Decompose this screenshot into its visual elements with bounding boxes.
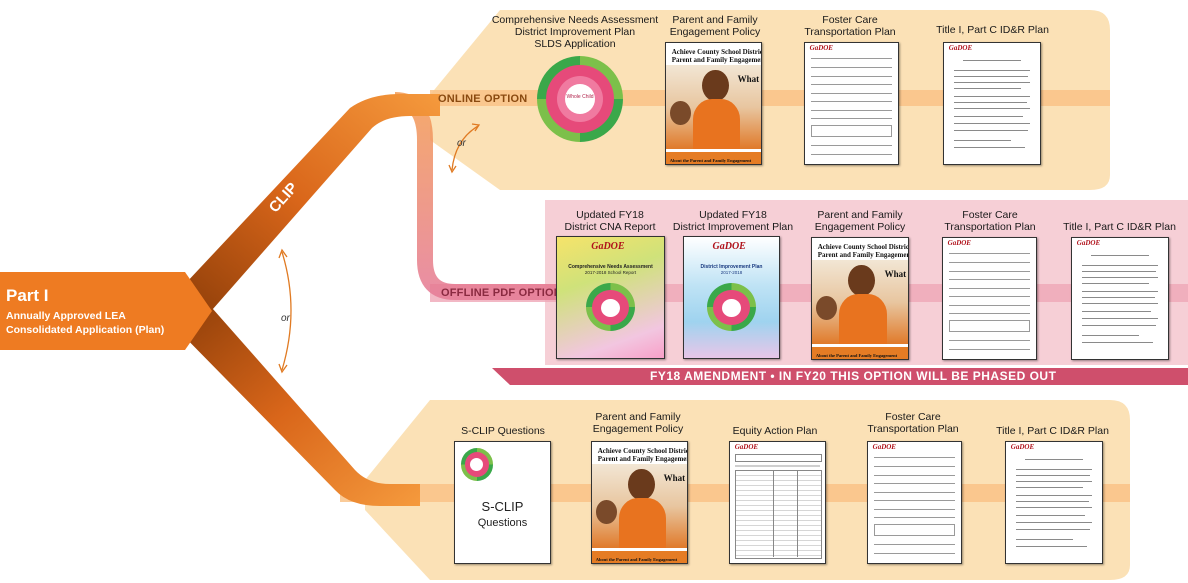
- sclip-title1c-thumb: GaDOE: [1005, 441, 1103, 564]
- offline-option-label: OFFLINE PDF OPTION: [441, 287, 562, 299]
- fy18-band-text: FY18 AMENDMENT • IN FY20 THIS OPTION WIL…: [650, 369, 1057, 383]
- offline-caption-title1c: Title I, Part C ID&R Plan: [1063, 221, 1176, 233]
- sclip-foster-thumb: GaDOE: [867, 441, 962, 564]
- part1-subtitle-line2: Consolidated Application (Plan): [6, 324, 165, 336]
- sclip-caption-equity: Equity Action Plan: [732, 425, 818, 437]
- sclip-caption-questions: S-CLIP Questions: [461, 425, 545, 437]
- fy18-band: [492, 368, 1188, 385]
- online-option-label: ONLINE OPTION: [438, 93, 528, 105]
- offline-title1c-thumb: GaDOE: [1071, 237, 1169, 360]
- or-label-left: or: [281, 313, 290, 324]
- sclip-caption-title1c: Title I, Part C ID&R Plan: [996, 425, 1109, 437]
- sclip-caption-foster: Foster Care Transportation Plan: [867, 411, 959, 435]
- sclip-doc-title: S-CLIP: [481, 498, 524, 514]
- part1-arrow: [0, 272, 212, 350]
- offline-caption-cna: Updated FY18 District CNA Report: [564, 209, 656, 233]
- cycle-diagram-icon: Whole Child: [537, 56, 623, 142]
- offline-caption-dip: Updated FY18 District Improvement Plan: [672, 209, 794, 233]
- offline-dip-thumb: GaDOE District Improvement Plan 2017-201…: [683, 236, 780, 359]
- cycle-center-text: Whole Child: [566, 94, 594, 100]
- sclip-questions-thumb: S-CLIP Questions: [454, 441, 551, 564]
- online-caption-foster: Foster Care Transportation Plan: [804, 14, 896, 38]
- offline-caption-policy: Parent and Family Engagement Policy: [814, 209, 906, 233]
- or-label-online: or: [457, 138, 466, 149]
- part1-subtitle-line1: Annually Approved LEA: [6, 310, 126, 322]
- online-caption-policy: Parent and Family Engagement Policy: [669, 14, 761, 38]
- online-caption-cna: Comprehensive Needs Assessment District …: [491, 14, 659, 50]
- online-caption-title1c: Title I, Part C ID&R Plan: [936, 24, 1049, 36]
- offline-foster-thumb: GaDOE: [942, 237, 1037, 360]
- part1-title: Part I: [6, 286, 49, 305]
- offline-caption-foster: Foster Care Transportation Plan: [944, 209, 1036, 233]
- sclip-doc-subtitle: Questions: [477, 517, 528, 530]
- offline-cna-thumb: GaDOE Comprehensive Needs Assessment 201…: [556, 236, 665, 359]
- part1-label: Part I Annually Approved LEA Consolidate…: [6, 286, 164, 337]
- sclip-equity-thumb: GaDOE: [729, 441, 826, 564]
- sclip-caption-policy: Parent and Family Engagement Policy: [592, 411, 684, 435]
- online-foster-thumb: GaDOE: [804, 42, 899, 165]
- online-title1c-thumb: GaDOE: [943, 42, 1041, 165]
